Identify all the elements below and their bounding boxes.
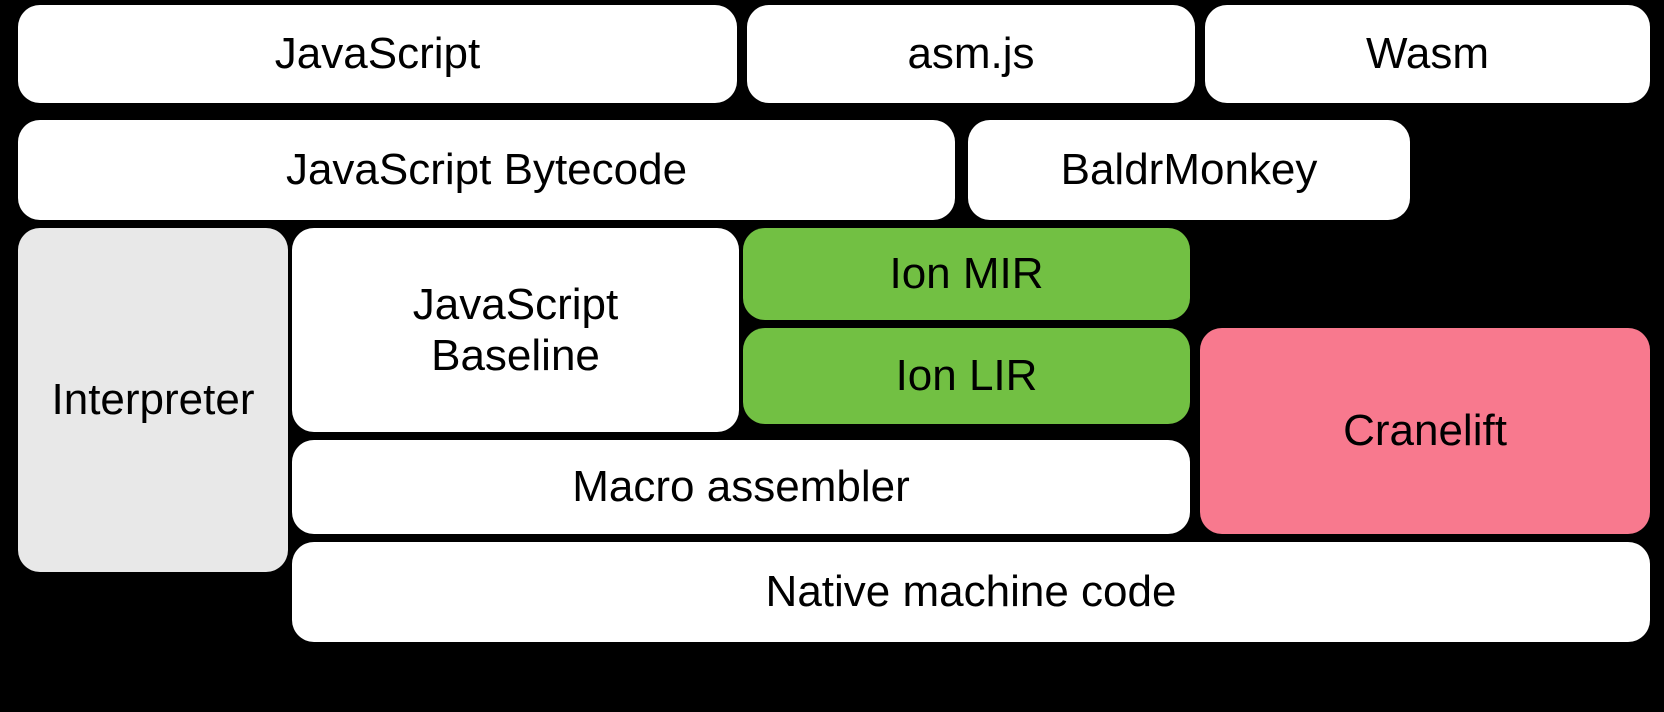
node-label-javascript-baseline: JavaScript Baseline: [412, 279, 619, 380]
node-label-asm-js: asm.js: [907, 29, 1035, 79]
node-asm-js: asm.js: [747, 5, 1195, 103]
node-ion-lir: Ion LIR: [743, 328, 1190, 424]
node-label-javascript-bytecode: JavaScript Bytecode: [285, 145, 688, 195]
node-label-cranelift: Cranelift: [1343, 406, 1507, 456]
node-label-interpreter: Interpreter: [51, 375, 255, 425]
node-interpreter: Interpreter: [18, 228, 288, 572]
node-label-ion-lir: Ion LIR: [895, 351, 1038, 401]
node-javascript: JavaScript: [18, 5, 737, 103]
node-label-ion-mir: Ion MIR: [889, 249, 1044, 299]
node-wasm: Wasm: [1205, 5, 1650, 103]
node-macro-assembler: Macro assembler: [292, 440, 1190, 534]
node-javascript-baseline: JavaScript Baseline: [292, 228, 739, 432]
node-label-native-machine-code: Native machine code: [765, 567, 1177, 617]
node-cranelift: Cranelift: [1200, 328, 1650, 534]
node-native-machine-code: Native machine code: [292, 542, 1650, 642]
node-baldrmonkey: BaldrMonkey: [968, 120, 1410, 220]
node-ion-mir: Ion MIR: [743, 228, 1190, 320]
node-label-macro-assembler: Macro assembler: [572, 462, 910, 512]
node-javascript-bytecode: JavaScript Bytecode: [18, 120, 955, 220]
node-label-javascript: JavaScript: [274, 29, 481, 79]
node-label-baldrmonkey: BaldrMonkey: [1060, 145, 1318, 195]
node-label-wasm: Wasm: [1365, 29, 1490, 79]
